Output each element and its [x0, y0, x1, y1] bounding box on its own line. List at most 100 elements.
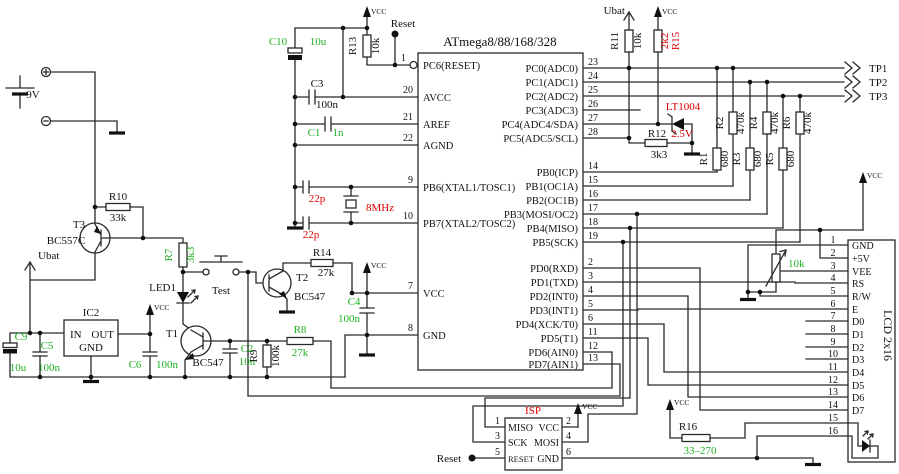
c2-ref: C2 [241, 343, 254, 355]
c4-ref: C4 [348, 296, 361, 308]
vcc-arrow-icons [146, 6, 867, 439]
lcd-pin-label: E [852, 305, 858, 316]
reset-label-top: Reset [391, 18, 415, 30]
r13-val: 10k [370, 37, 382, 54]
r1-ref: R1 [698, 153, 710, 166]
lcd-pin-num: 10 [828, 349, 838, 360]
chip-pin-name: GND [423, 331, 446, 342]
vref-val-label: 2.5V [671, 128, 693, 140]
isp-pin-num: 6 [566, 447, 571, 458]
chip-pin-num: 15 [588, 175, 598, 186]
chip-pin-num: 13 [588, 353, 598, 364]
r7-ref: R7 [163, 248, 175, 261]
wires-pb-lines [582, 171, 801, 243]
chip-pin-name: PD0(RXD) [530, 264, 578, 275]
r16-val: 33–270 [684, 445, 718, 457]
chip-pin-name: PD2(INT0) [530, 292, 579, 303]
isp-pin-num: 2 [566, 416, 571, 427]
chip-pin-name: PC5(ADC5/SCL) [503, 134, 578, 145]
isp-pin-label: MISO [508, 423, 533, 434]
r9-val: 100k [270, 345, 282, 368]
tp3-label: TP3 [869, 91, 888, 103]
r1-val: 680 [719, 150, 731, 167]
vcc-label-3: VCC [371, 261, 386, 270]
chip-pin-num: 16 [588, 189, 598, 200]
chip-pin-num: 20 [403, 85, 413, 96]
chip-pin-num: 2 [588, 257, 593, 268]
r9-ref: R9 [248, 349, 260, 362]
t1-ref: T1 [166, 328, 178, 340]
chip-pin-num: 23 [588, 57, 598, 68]
r6-ref: R6 [781, 116, 793, 129]
c1-ref: C1 [308, 127, 321, 139]
resistor-r8 [286, 336, 613, 389]
r15-val: 2k2 [659, 33, 671, 50]
c5-val: 100n [38, 362, 61, 374]
c6-ref: C6 [129, 359, 142, 371]
lcd-pin-num: 2 [831, 248, 836, 259]
led1-label: LED1 [149, 282, 176, 294]
isp-pin-num: 3 [495, 431, 500, 442]
potentiometer-10k [765, 249, 787, 287]
r12-ref: R12 [648, 128, 666, 140]
c10-val: 10u [310, 36, 327, 48]
lcd-pin-num: 11 [828, 362, 838, 373]
r12-val: 3k3 [651, 149, 668, 161]
vcc-label-7: VCC [867, 171, 882, 180]
lcd-pin-label: D2 [852, 343, 864, 354]
vcc-label-2: VCC [662, 7, 677, 16]
ic2-gnd: GND [79, 342, 103, 354]
lcd-pin-num: 1 [831, 235, 836, 246]
lcd-pin-num: 6 [831, 299, 836, 310]
capacitor-c3 [294, 89, 419, 105]
lcd-pin-label: D7 [852, 406, 864, 417]
lcd-pin-label: D3 [852, 355, 864, 366]
chip-pin-num: 26 [588, 99, 598, 110]
isp-pin-num: 1 [495, 416, 500, 427]
xtal-freq-label: 8MHz [366, 202, 394, 214]
chip-pin-num: 9 [408, 175, 413, 186]
chip-pin-num: 18 [588, 217, 598, 228]
c9-val: 10u [10, 362, 27, 374]
battery-terminals [40, 66, 52, 127]
chip-pin-num: 11 [588, 327, 598, 338]
lcd-pin-label: +5V [852, 254, 871, 265]
vcc-label-4: VCC [154, 303, 169, 312]
t3-ref: T3 [73, 219, 86, 231]
chip-pin-num: 24 [588, 71, 598, 82]
chip-body [417, 52, 584, 371]
wires-isp [468, 213, 821, 467]
chip-pin-num: 28 [588, 127, 598, 138]
chip-pin-name: PD7(AIN1) [528, 360, 578, 371]
r14-ref: R14 [313, 247, 332, 259]
chip-pin-num: 6 [588, 313, 593, 324]
r8-val: 27k [292, 347, 309, 359]
chip-pin-name: PB1(OC1A) [525, 182, 578, 193]
r16-ref: R16 [679, 421, 698, 433]
lcd-pin-num: 16 [828, 426, 838, 437]
ic2-ref: IC2 [83, 307, 100, 319]
chip-pin-name: PD6(AIN0) [528, 348, 578, 359]
lcd-pin-num: 3 [831, 261, 836, 272]
chip-pin-name: PC1(ADC1) [525, 78, 578, 89]
lcd-pin-num: 5 [831, 286, 836, 297]
tp2-label: TP2 [869, 77, 887, 89]
chip-pin-name: PC3(ADC3) [525, 106, 578, 117]
r2-ref: R2 [714, 117, 726, 130]
r5-val: 680 [785, 150, 797, 167]
r8-ref: R8 [294, 324, 307, 336]
r2-val: 470k [735, 112, 747, 135]
resistor-r16 [681, 433, 711, 443]
chip-pin-name: PB4(MISO) [527, 224, 579, 235]
chip-pin-name: PB3(MOSI/OC2) [504, 210, 579, 221]
chip-pin-num: 4 [588, 285, 593, 296]
lcd-pin-num: 7 [831, 311, 836, 322]
isp-pin-label: RESET [508, 454, 535, 464]
chip-pin-name: PD4(XCK/T0) [516, 320, 579, 331]
chip-pin-name: PD5(T1) [541, 334, 579, 345]
lcd-pin-label: R/W [852, 292, 871, 303]
lcd-title: LCD 2x16 [881, 310, 895, 361]
lcd-pin-num: 14 [828, 400, 838, 411]
r11-ref: R11 [609, 32, 621, 50]
chip-pin-num: 5 [588, 299, 593, 310]
